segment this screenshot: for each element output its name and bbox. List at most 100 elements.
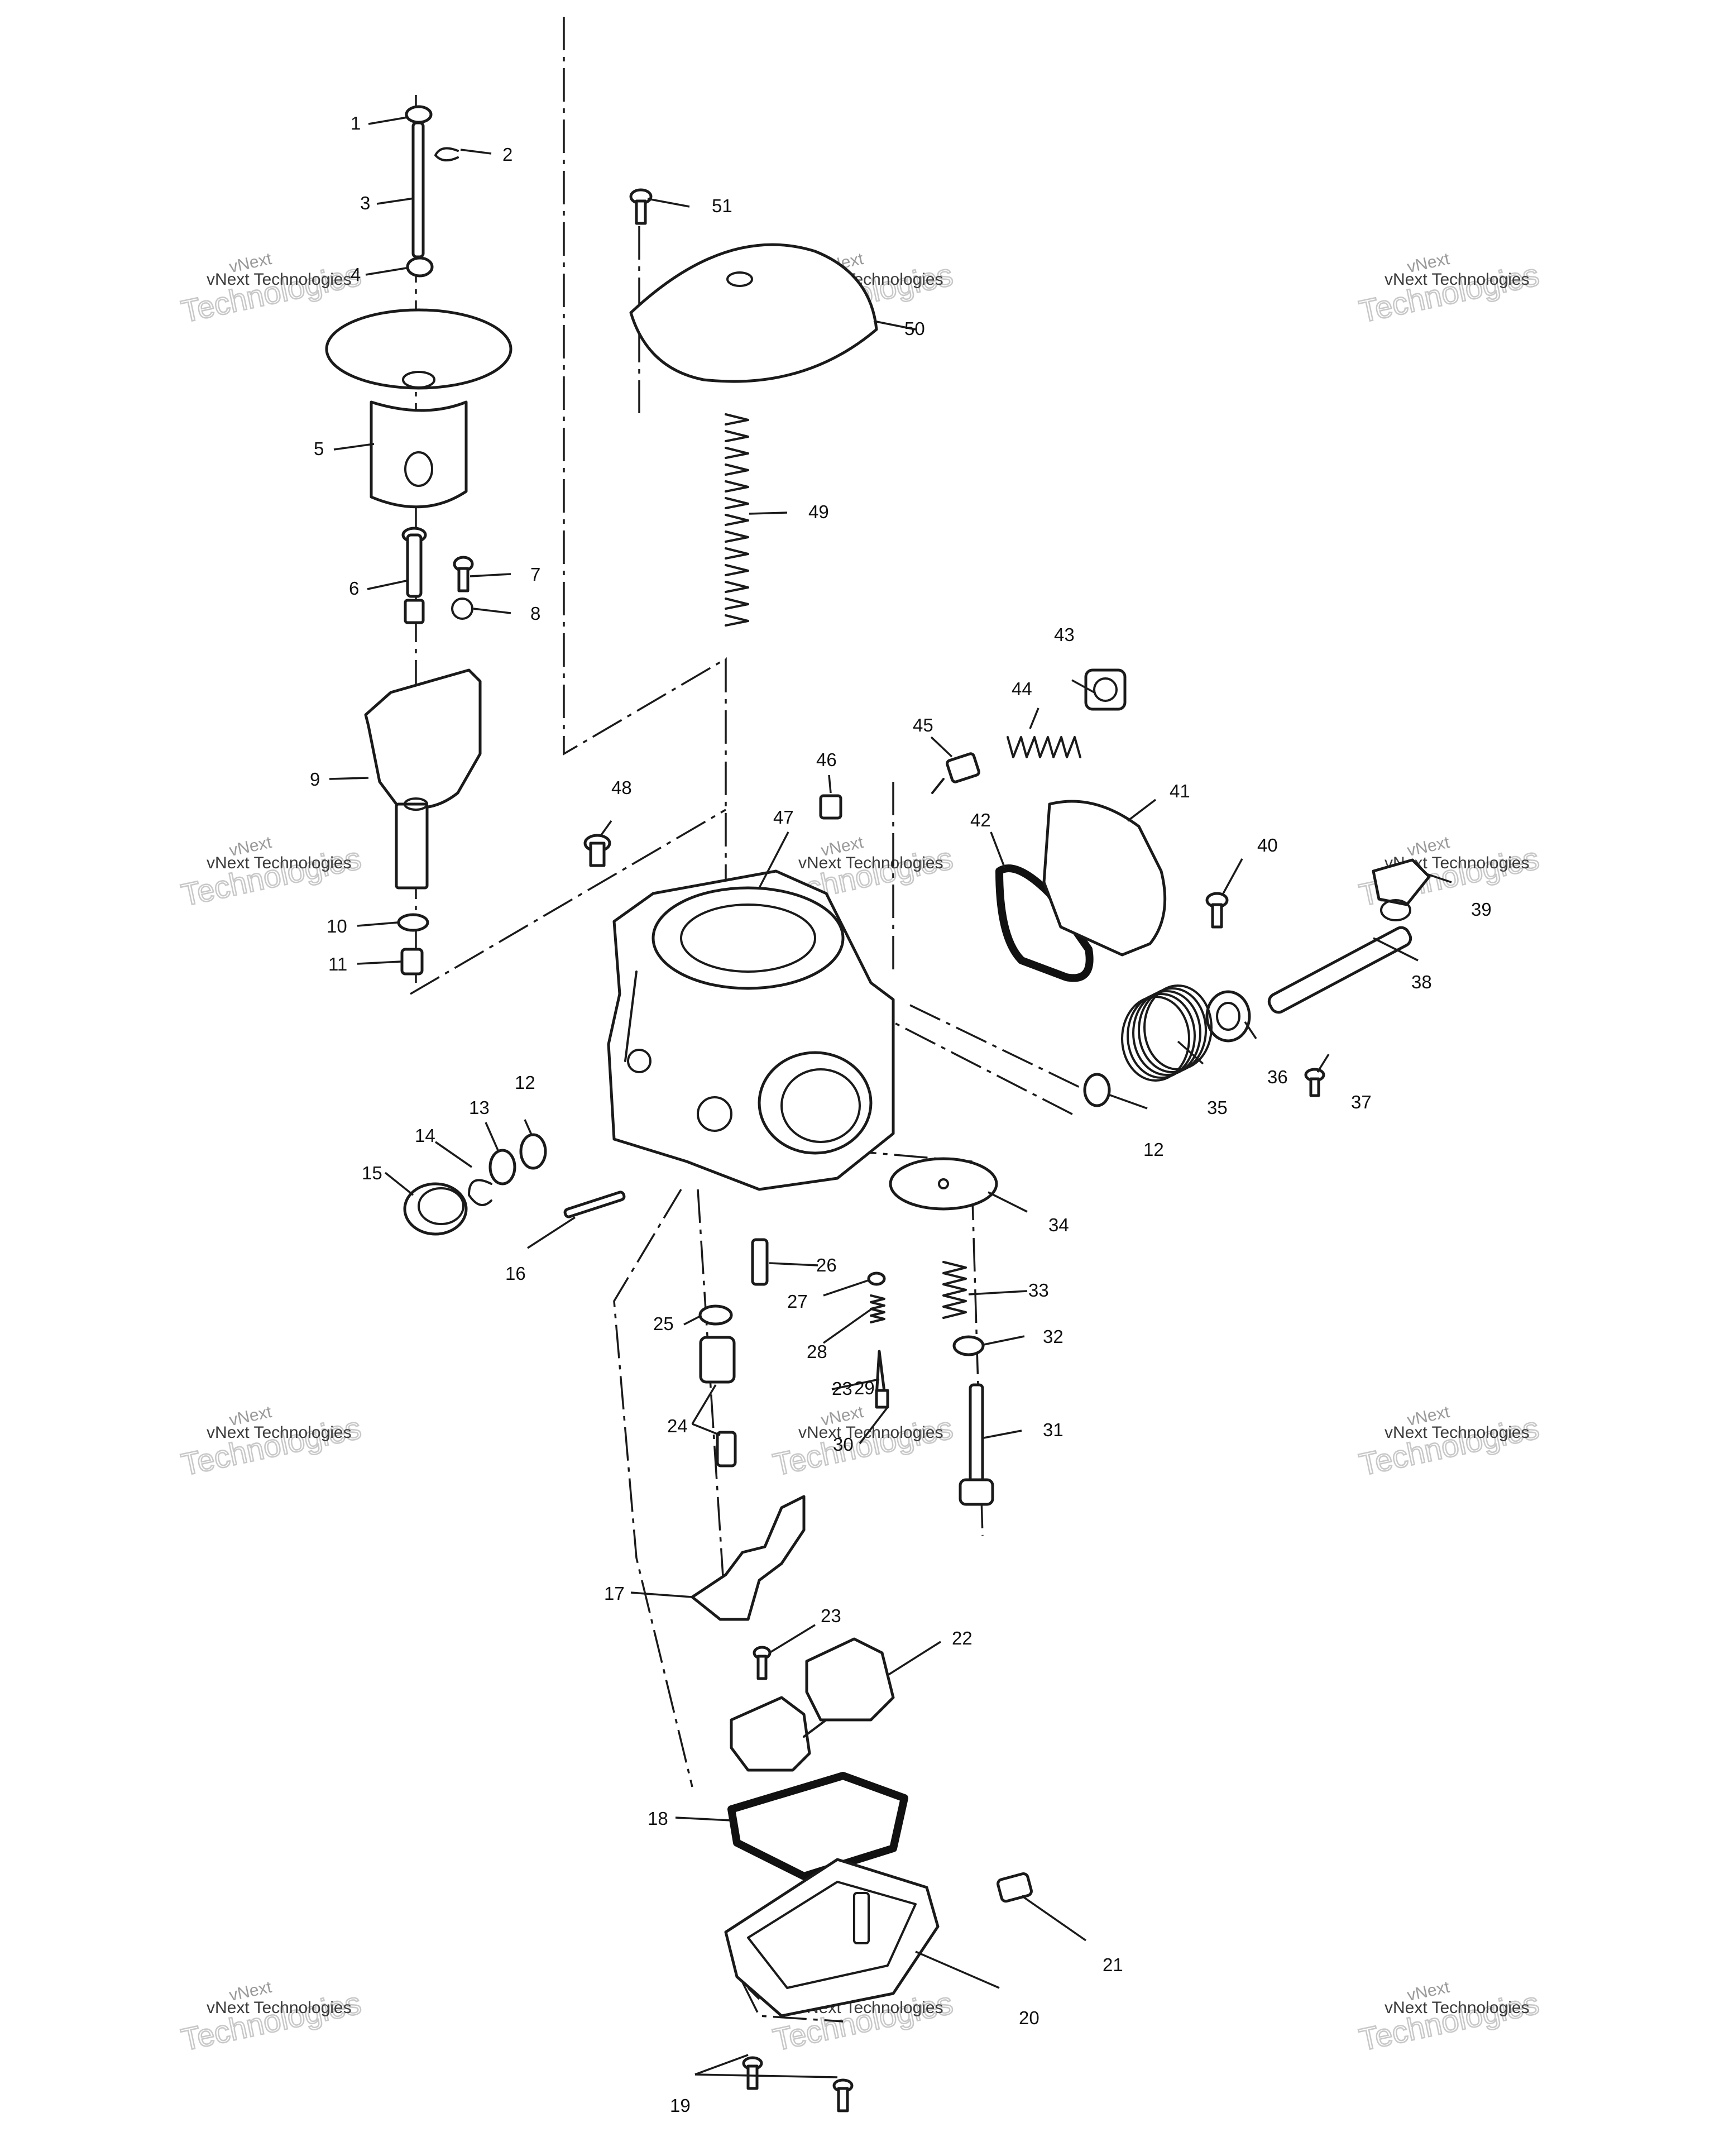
callout-43: 43 bbox=[1054, 624, 1075, 645]
callout-49: 49 bbox=[808, 501, 829, 522]
callout-47: 47 bbox=[773, 807, 794, 828]
parts-layer bbox=[325, 105, 1431, 2112]
callout-16: 16 bbox=[505, 1263, 526, 1284]
watermark: Technologies vNext vNext Technologies bbox=[178, 1403, 365, 1483]
part-38-shaft bbox=[1267, 899, 1412, 1014]
part-45-plunger bbox=[931, 752, 980, 794]
callout-32: 32 bbox=[1043, 1326, 1064, 1347]
watermark: Technologies vNext vNext Technologies bbox=[1355, 250, 1542, 330]
callout-20: 20 bbox=[1019, 2007, 1039, 2028]
part-37-screw bbox=[1304, 1068, 1325, 1097]
callout-46: 46 bbox=[816, 749, 837, 770]
callout-39: 39 bbox=[1471, 899, 1492, 920]
part-18-float-bowl-gasket bbox=[727, 1772, 908, 1880]
callout-labels: 1 2 3 4 5 6 7 8 9 10 11 12 12 13 14 15 1… bbox=[310, 113, 1492, 2116]
part-35-return-spring bbox=[1121, 984, 1213, 1082]
svg-text:vNext Technologies: vNext Technologies bbox=[798, 854, 943, 872]
callout-51: 51 bbox=[712, 195, 732, 216]
part-19-screw-a bbox=[742, 2056, 763, 2090]
part-42-gasket bbox=[995, 864, 1094, 982]
watermark: Technologies vNext vNext Technologies bbox=[1355, 1403, 1542, 1483]
callout-24: 24 bbox=[667, 1416, 688, 1436]
callout-5: 5 bbox=[314, 438, 324, 459]
callout-17: 17 bbox=[604, 1583, 625, 1604]
part-19-screw-b bbox=[832, 2078, 854, 2112]
part-31-idle-screw bbox=[959, 1383, 994, 1506]
callout-23-upper: 23 bbox=[832, 1378, 852, 1399]
callout-19: 19 bbox=[670, 2095, 691, 2116]
callout-41: 41 bbox=[1170, 781, 1190, 801]
callout-42: 42 bbox=[970, 810, 991, 830]
svg-text:vNext Technologies: vNext Technologies bbox=[1385, 1423, 1530, 1442]
callout-10: 10 bbox=[327, 916, 347, 936]
callout-37: 37 bbox=[1351, 1092, 1372, 1112]
callout-14: 14 bbox=[415, 1125, 435, 1146]
svg-text:vNext Technologies: vNext Technologies bbox=[207, 854, 352, 872]
part-6-needle-holder bbox=[401, 527, 427, 624]
callout-7: 7 bbox=[530, 564, 540, 585]
callout-31: 31 bbox=[1043, 1419, 1064, 1440]
callout-40: 40 bbox=[1257, 835, 1278, 855]
callout-44: 44 bbox=[1012, 678, 1032, 699]
part-48-fitting bbox=[583, 834, 611, 867]
callout-6: 6 bbox=[349, 578, 359, 599]
callout-9: 9 bbox=[310, 769, 320, 790]
part-3-needle bbox=[411, 121, 425, 259]
callout-15: 15 bbox=[362, 1163, 382, 1183]
part-39-lever bbox=[1372, 858, 1431, 906]
part-33-spring bbox=[942, 1261, 967, 1319]
callout-25: 25 bbox=[653, 1313, 674, 1334]
watermark: Technologies vNext vNext Technologies bbox=[769, 1403, 956, 1483]
part-9-throttle-slide bbox=[364, 668, 482, 890]
part-51-screw bbox=[629, 188, 653, 225]
callout-36: 36 bbox=[1267, 1067, 1288, 1087]
part-29-pilot-screw bbox=[875, 1350, 889, 1409]
callout-13: 13 bbox=[469, 1097, 490, 1118]
part-15-cap bbox=[403, 1182, 468, 1236]
part-44-spring bbox=[1007, 736, 1081, 758]
part-12-washer-left bbox=[519, 1133, 547, 1170]
callout-2: 2 bbox=[502, 144, 512, 165]
part-5-diaphragm-slide bbox=[325, 308, 512, 509]
part-4-washer bbox=[406, 256, 434, 278]
part-2-clip bbox=[434, 147, 459, 162]
part-1-cap bbox=[405, 105, 433, 124]
part-41-cover bbox=[1042, 800, 1167, 957]
callout-45: 45 bbox=[913, 715, 933, 735]
callout-48: 48 bbox=[611, 777, 632, 798]
part-16-pin bbox=[563, 1191, 626, 1218]
part-49-spring bbox=[725, 413, 749, 627]
part-26-jet bbox=[751, 1238, 769, 1286]
part-32-washer bbox=[952, 1335, 985, 1356]
part-28-spring bbox=[870, 1294, 885, 1323]
part-25-o-ring bbox=[698, 1304, 733, 1326]
watermark: Technologies vNext vNext Technologies bbox=[178, 250, 365, 330]
part-27-o-ring bbox=[867, 1271, 886, 1286]
part-11-nut bbox=[400, 948, 424, 976]
callout-22: 22 bbox=[952, 1628, 973, 1648]
svg-text:vNext Technologies: vNext Technologies bbox=[207, 1999, 352, 2017]
callout-30: 30 bbox=[833, 1434, 854, 1455]
part-8-lock-washer bbox=[451, 597, 473, 620]
svg-text:vNext Technologies: vNext Technologies bbox=[207, 270, 352, 289]
callout-33: 33 bbox=[1028, 1280, 1049, 1301]
part-17-bracket bbox=[691, 1495, 806, 1621]
callout-21: 21 bbox=[1103, 1954, 1123, 1975]
callout-28: 28 bbox=[807, 1341, 827, 1362]
part-50-top-cover bbox=[629, 243, 878, 383]
part-20-float-bowl bbox=[724, 1858, 940, 2018]
callout-34: 34 bbox=[1048, 1215, 1069, 1235]
callout-23-lower: 23 bbox=[821, 1605, 841, 1626]
part-12-washer-right bbox=[1083, 1073, 1111, 1107]
part-40-screw bbox=[1205, 892, 1229, 929]
carburetor-body bbox=[607, 869, 895, 1191]
part-7-screw bbox=[453, 556, 474, 592]
leader-lines bbox=[329, 116, 1452, 2078]
part-24-needle-valve bbox=[699, 1336, 737, 1467]
callout-8: 8 bbox=[530, 603, 540, 624]
watermark: Technologies vNext vNext Technologies bbox=[178, 833, 365, 914]
part-10-washer bbox=[397, 913, 429, 932]
callout-3: 3 bbox=[360, 193, 370, 213]
callout-38: 38 bbox=[1411, 972, 1432, 992]
